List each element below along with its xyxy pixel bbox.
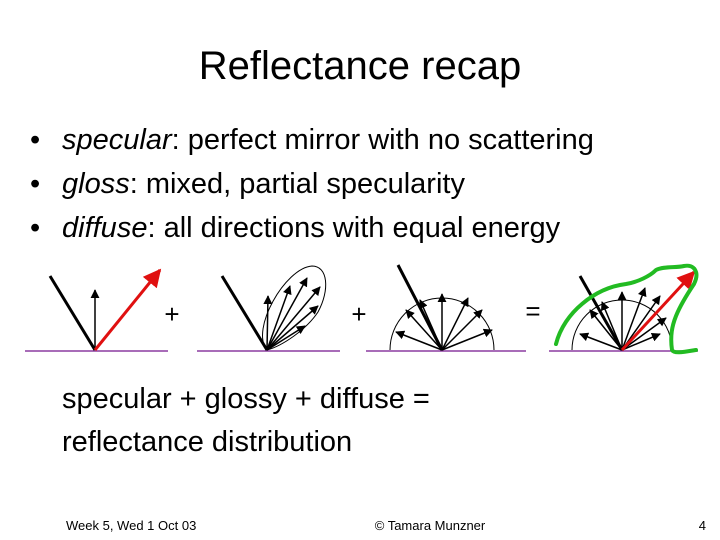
bullet-item-gloss: • gloss: mixed, partial specularity: [30, 164, 594, 208]
summary-line: reflectance distribution: [62, 426, 353, 458]
slide-title: Reflectance recap: [198, 44, 522, 88]
bullet-list: • specular: perfect mirror with no scatte…: [30, 120, 594, 252]
diffuse-arrow: [441, 309, 483, 351]
lobe-arrow: [266, 285, 292, 351]
diffuse-arrow: [419, 299, 443, 351]
diffuse-diagram: [366, 264, 526, 352]
combined-diagram: [549, 263, 699, 355]
reflectance-envelope: [554, 263, 699, 355]
reflectance-diagrams: + + =: [25, 263, 699, 355]
bullet-symbol: •: [30, 124, 41, 156]
lobe-arrow: [266, 286, 321, 351]
bullet-text: : mixed, partial specularity: [129, 168, 465, 200]
bullet-text: : all directions with equal energy: [147, 212, 561, 244]
bullet-text: : perfect mirror with no scattering: [171, 124, 594, 156]
combined-arrow: [621, 317, 667, 351]
combined-arrow: [621, 332, 661, 351]
summary-line: specular + glossy + diffuse =: [62, 383, 430, 415]
reflected-ray: [93, 268, 162, 351]
specular-diagram: [25, 268, 168, 352]
bullet-symbol: •: [30, 168, 41, 200]
diffuse-arrow: [405, 309, 443, 351]
lobe-arrow: [266, 325, 306, 351]
reflected-ray: [620, 270, 696, 352]
bullet-term: diffuse: [62, 212, 148, 244]
combined-arrow: [600, 301, 623, 351]
incident-ray: [578, 275, 624, 351]
incident-ray: [220, 275, 269, 351]
plus-operator: +: [351, 299, 366, 329]
glossy-diagram: [197, 265, 340, 352]
combined-arrow: [589, 309, 623, 351]
bullet-term: specular: [62, 124, 172, 156]
lobe-arrow: [263, 295, 273, 351]
lobe-arrow: [266, 277, 308, 351]
footer-author: © Tamara Munzner: [374, 518, 486, 533]
bullet-term: gloss: [62, 168, 130, 200]
diffuse-arrow: [395, 330, 443, 351]
summary-text: specular + glossy + diffuse = reflectanc…: [62, 378, 430, 464]
bullet-item-diffuse: • diffuse: all directions with equal ener…: [30, 208, 594, 252]
diffuse-arrow: [441, 328, 493, 351]
lobe-arrow: [266, 305, 319, 351]
incident-ray: [396, 264, 444, 351]
incident-ray: [48, 275, 97, 351]
equals-operator: =: [525, 296, 540, 326]
footer-date: Week 5, Wed 1 Oct 03: [66, 518, 197, 533]
combined-arrow: [621, 287, 647, 351]
diffuse-arrow: [441, 297, 469, 351]
footer-page-number: 4: [698, 518, 706, 533]
plus-operator: +: [164, 299, 179, 329]
combined-arrow: [579, 332, 623, 351]
bullet-item-specular: • specular: perfect mirror with no scatte…: [30, 120, 594, 164]
bullet-symbol: •: [30, 212, 41, 244]
